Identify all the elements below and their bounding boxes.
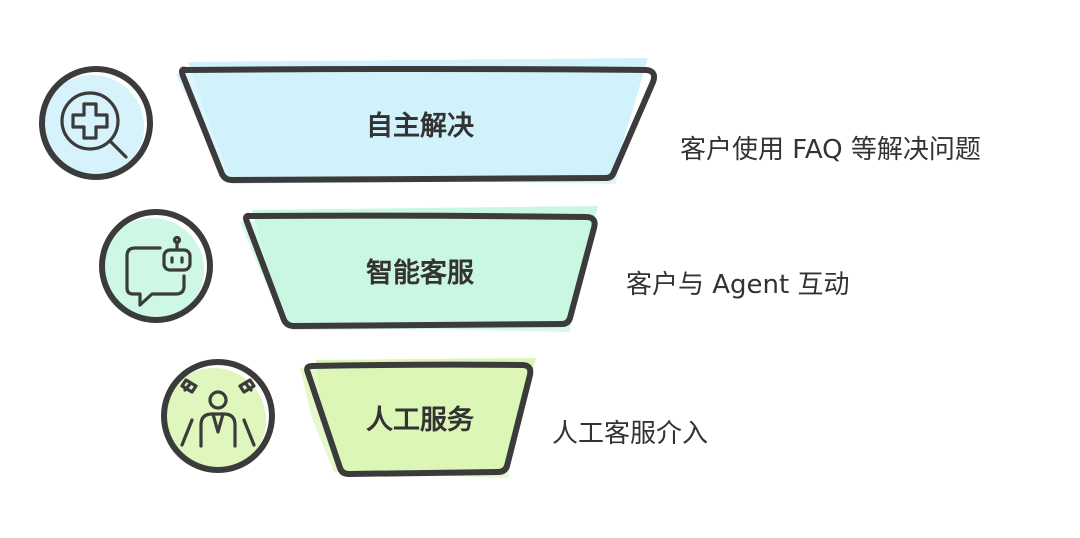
tier-1-icon-fill: [40, 75, 144, 179]
tier-2: 智能客服 客户与 Agent 互动: [99, 206, 850, 332]
tier-3-fill-offset: [300, 364, 530, 478]
tier-1-fill-offset: [176, 66, 640, 184]
tier-1: 自主解决 客户使用 FAQ 等解决问题: [39, 58, 981, 184]
tier-3-title: 人工服务: [366, 405, 474, 436]
tier-3-icon-badge: [161, 359, 275, 473]
tier-3: 人工服务 人工客服介入: [161, 358, 708, 478]
tier-3-trapezoid: [304, 361, 534, 477]
tier-2-icon-badge: [99, 209, 213, 323]
tier-2-trapezoid: [243, 212, 598, 329]
tier-3-icon-circle: [161, 359, 275, 473]
chatbot-icon: [125, 235, 192, 307]
tier-1-icon-badge: [39, 66, 153, 180]
tier-1-icon-circle: [39, 66, 153, 180]
tier-3-description: 人工客服介入: [552, 419, 708, 449]
tier-2-icon-circle: [99, 209, 213, 323]
tier-2-description: 客户与 Agent 互动: [626, 270, 850, 300]
person-spotlight-icon: [180, 378, 256, 448]
tier-2-title: 智能客服: [366, 257, 475, 289]
tier-1-description: 客户使用 FAQ 等解决问题: [680, 135, 981, 165]
tier-1-title: 自主解决: [366, 110, 475, 142]
tier-1-trapezoid: [179, 66, 658, 183]
tier-2-fill-offset: [240, 214, 590, 332]
medical-search-icon: [60, 91, 128, 159]
